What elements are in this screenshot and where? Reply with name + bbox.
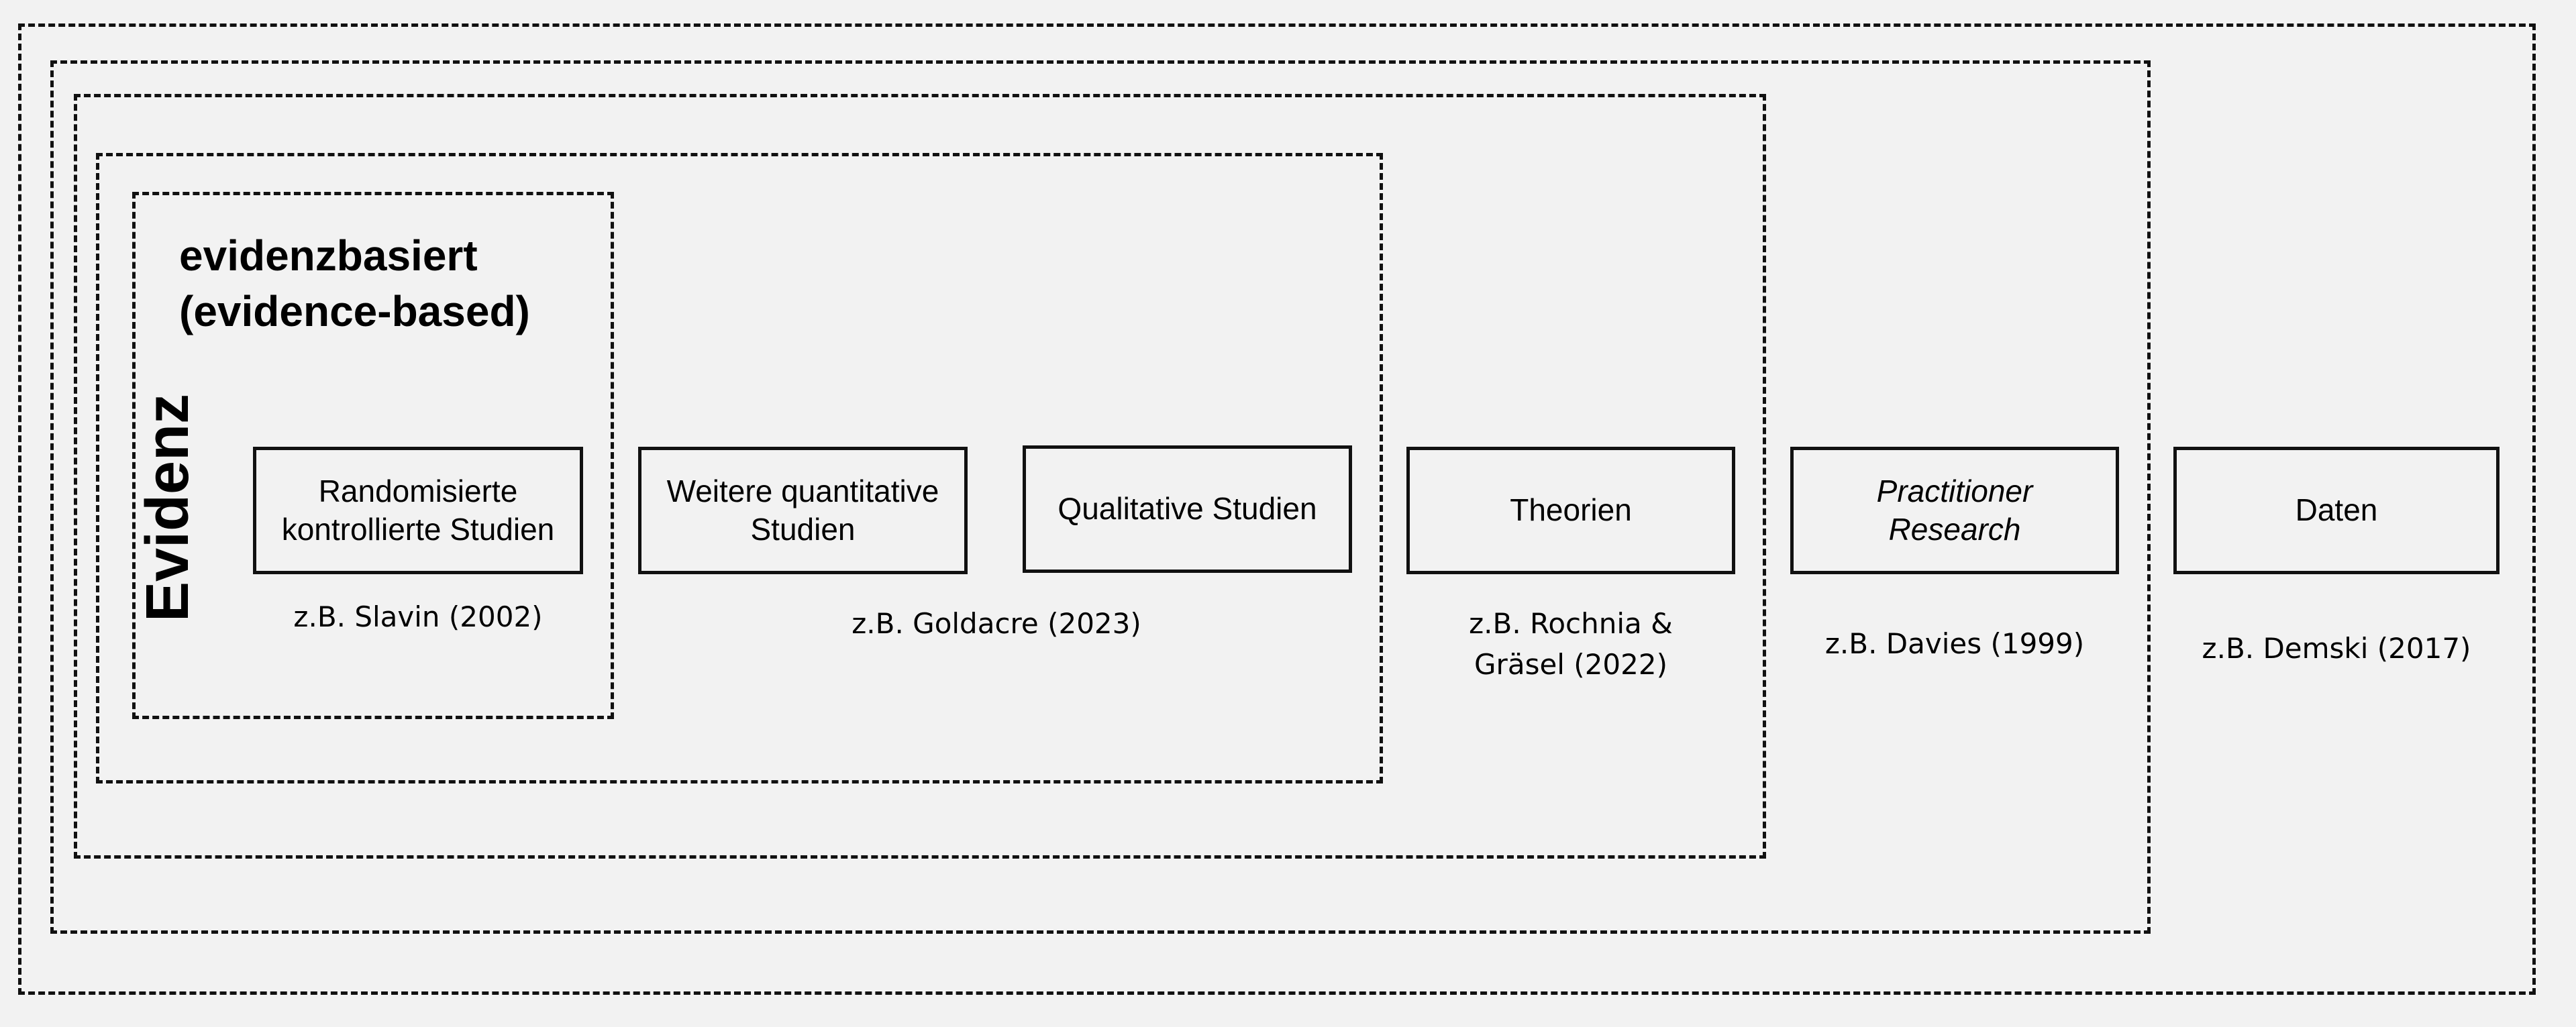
- box-theorien-label: Theorien: [1510, 492, 1632, 528]
- box-practitioner-research: Practitioner Research: [1790, 447, 2119, 574]
- box-randomisierte-studien-label: Randomisierte kontrollierte Studien: [281, 473, 555, 547]
- box-daten: Daten: [2173, 447, 2500, 574]
- frame-theorien: [74, 94, 1766, 859]
- reference-slavin: z.B. Slavin (2002): [293, 600, 543, 633]
- evidenzbasiert-title: evidenzbasiert (evidence-based): [179, 231, 530, 336]
- frame-studien: [96, 153, 1383, 783]
- box-theorien: Theorien: [1406, 447, 1735, 574]
- box-qualitative-studien: Qualitative Studien: [1023, 445, 1352, 573]
- frame-practitioner-research: [50, 60, 2151, 934]
- reference-goldacre: z.B. Goldacre (2023): [852, 607, 1141, 640]
- reference-rochnia-graesel: z.B. Rochnia & Gräsel (2022): [1469, 607, 1673, 681]
- box-daten-label: Daten: [2295, 492, 2378, 528]
- evidenz-vertical-label: Evidenz: [134, 393, 201, 623]
- box-weitere-quantitative-studien-label: Weitere quantitative Studien: [666, 473, 939, 547]
- frame-evidenzbasiert: [132, 192, 614, 719]
- reference-demski: z.B. Demski (2017): [2202, 632, 2471, 665]
- reference-davies: z.B. Davies (1999): [1824, 627, 2085, 660]
- box-practitioner-research-label: Practitioner Research: [1876, 473, 2033, 547]
- box-randomisierte-studien: Randomisierte kontrollierte Studien: [253, 447, 583, 574]
- box-weitere-quantitative-studien: Weitere quantitative Studien: [638, 447, 968, 574]
- frame-daten: [18, 23, 2536, 995]
- box-qualitative-studien-label: Qualitative Studien: [1058, 491, 1317, 527]
